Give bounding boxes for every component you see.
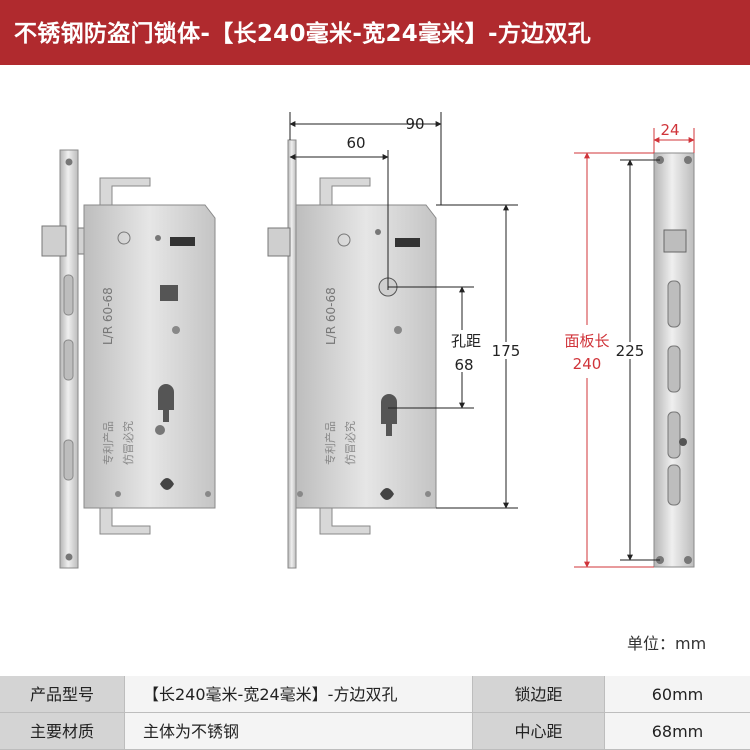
dim-hole-distance-label: 孔距 xyxy=(451,332,481,350)
dim-plate-width: 24 xyxy=(660,121,679,139)
lock-body-middle: L/R 60-68 专利产品 仿冒必究 xyxy=(267,139,437,569)
dim-body-height: 175 xyxy=(492,342,521,360)
spec-label-backset: 锁边距 xyxy=(473,676,605,713)
engraving-text2-left: 仿冒必究 xyxy=(121,421,135,465)
title-banner: 不锈钢防盗门锁体-【长240毫米-宽24毫米】-方边双孔 xyxy=(0,0,750,65)
dim-hole-distance-value: 68 xyxy=(454,356,473,374)
engraving-text1-middle: 专利产品 xyxy=(323,421,337,465)
engraving-model-middle: L/R 60-68 xyxy=(324,287,338,345)
lock-drawing: L/R 60-68 专利产品 仿冒必究 L/R 60-68 专利产品 仿冒必究 xyxy=(41,112,695,569)
engraving-model-left: L/R 60-68 xyxy=(101,287,115,345)
spec-value-material: 主体为不锈钢 xyxy=(125,713,473,750)
spec-value-model: 【长240毫米-宽24毫米】-方边双孔 xyxy=(125,676,473,713)
dim-plate-length-value: 240 xyxy=(573,355,602,373)
engraving-text1-left: 专利产品 xyxy=(101,421,115,465)
spec-value-center-distance: 68mm xyxy=(605,713,750,750)
spec-label-model: 产品型号 xyxy=(0,676,125,713)
dim-backset: 60 xyxy=(346,134,365,152)
spec-value-backset: 60mm xyxy=(605,676,750,713)
dim-plate-length-label: 面板长 xyxy=(564,332,609,350)
dimension-lines-middle xyxy=(289,112,518,509)
spec-label-material: 主要材质 xyxy=(0,713,125,750)
dim-side-width: 90 xyxy=(405,115,424,133)
lock-body-left: L/R 60-68 专利产品 仿冒必究 xyxy=(41,149,216,569)
unit-label: 单位：mm xyxy=(627,634,707,653)
spec-table: 产品型号 【长240毫米-宽24毫米】-方边双孔 锁边距 60mm 主要材质 主… xyxy=(0,676,750,750)
dimension-lines-plate xyxy=(574,128,695,568)
spec-label-center-distance: 中心距 xyxy=(473,713,605,750)
face-plate xyxy=(653,152,695,568)
product-title: 不锈钢防盗门锁体-【长240毫米-宽24毫米】-方边双孔 xyxy=(14,21,592,47)
dim-hole-span: 225 xyxy=(616,342,645,360)
engraving-text2-middle: 仿冒必究 xyxy=(343,421,357,465)
